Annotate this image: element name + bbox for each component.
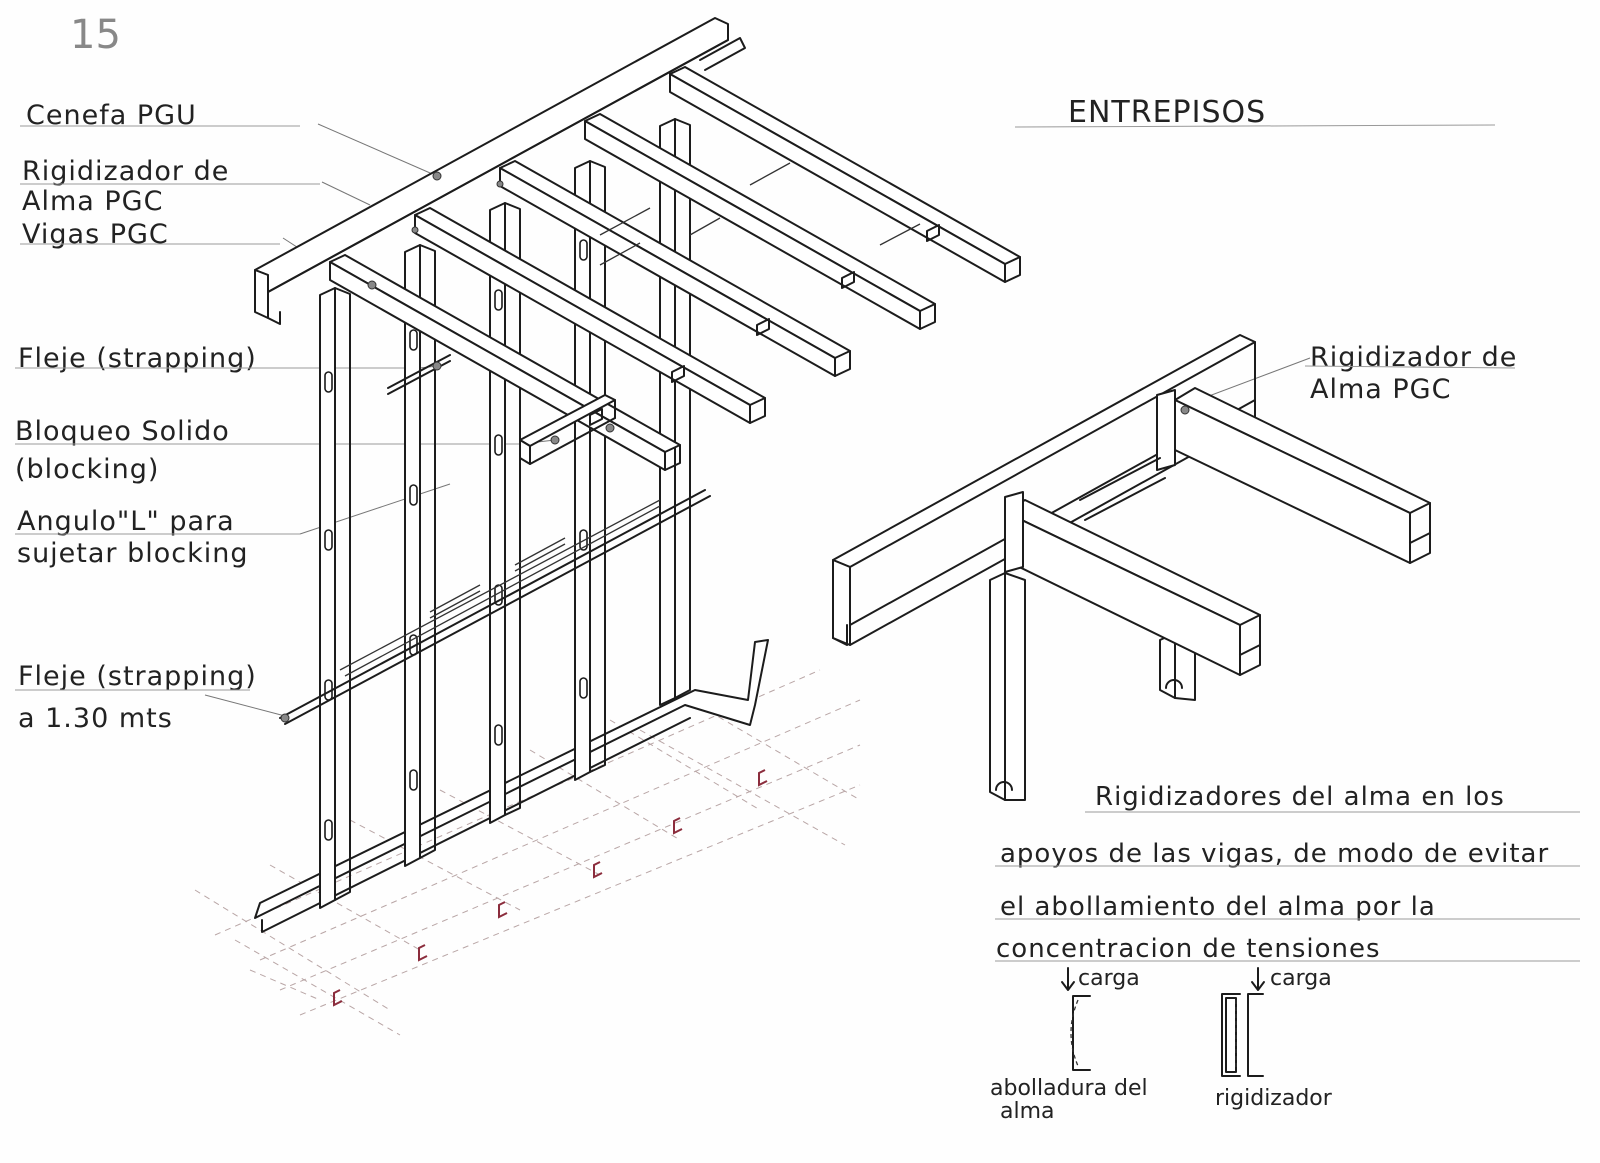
strapping-lines	[279, 354, 711, 725]
blocking	[519, 162, 921, 465]
detail-label-2: Alma PGC	[1310, 374, 1451, 405]
note-line-3: el abollamiento del alma por la	[1000, 892, 1436, 922]
main-frame	[254, 17, 1021, 933]
left-labels: Cenefa PGU Rigidizador de Alma PGC Vigas…	[15, 100, 520, 734]
label-vigas: Vigas PGC	[22, 219, 169, 250]
angle-clips	[589, 224, 940, 426]
stud-holes	[324, 239, 588, 841]
label-fleje-2b: a 1.30 mts	[18, 703, 173, 734]
sketch-caption-left-1: abolladura del	[990, 1076, 1148, 1101]
floor-grid	[194, 669, 861, 1036]
joists	[329, 66, 1021, 471]
note-block: Rigidizadores del alma en los apoyos de …	[995, 782, 1580, 964]
sketch-caption-left-2: alma	[1000, 1099, 1055, 1124]
sketch-stiffener: carga rigidizador	[1215, 966, 1333, 1111]
sketch-carga-right: carga	[1270, 966, 1332, 991]
sketch-caption-right: rigidizador	[1215, 1086, 1333, 1111]
label-angulo-2: sujetar blocking	[17, 538, 249, 569]
sketch-carga-left: carga	[1078, 966, 1140, 991]
title-underline	[1014, 124, 1496, 128]
detail-drawing	[832, 334, 1431, 801]
page-title: ENTREPISOS	[1068, 95, 1266, 130]
label-angulo-1: Angulo"L" para	[17, 506, 235, 537]
note-line-2: apoyos de las vigas, de modo de evitar	[1000, 839, 1549, 869]
label-rigidizador-2: Alma PGC	[22, 186, 163, 217]
note-line-4: concentracion de tensiones	[996, 934, 1381, 964]
note-line-1: Rigidizadores del alma en los	[1095, 782, 1505, 812]
sketch-buckling: carga abolladura del alma	[990, 966, 1148, 1124]
detail-label-1: Rigidizador de	[1310, 342, 1517, 373]
floor-marks	[333, 769, 768, 1007]
screws	[280, 171, 615, 723]
label-fleje-2: Fleje (strapping)	[18, 661, 257, 692]
page-number: 15	[70, 12, 121, 58]
label-bloqueo-1: Bloqueo Solido	[15, 416, 230, 447]
label-bloqueo-2: (blocking)	[15, 454, 159, 485]
label-fleje-1: Fleje (strapping)	[18, 343, 257, 374]
label-rigidizador-1: Rigidizador de	[22, 156, 229, 187]
